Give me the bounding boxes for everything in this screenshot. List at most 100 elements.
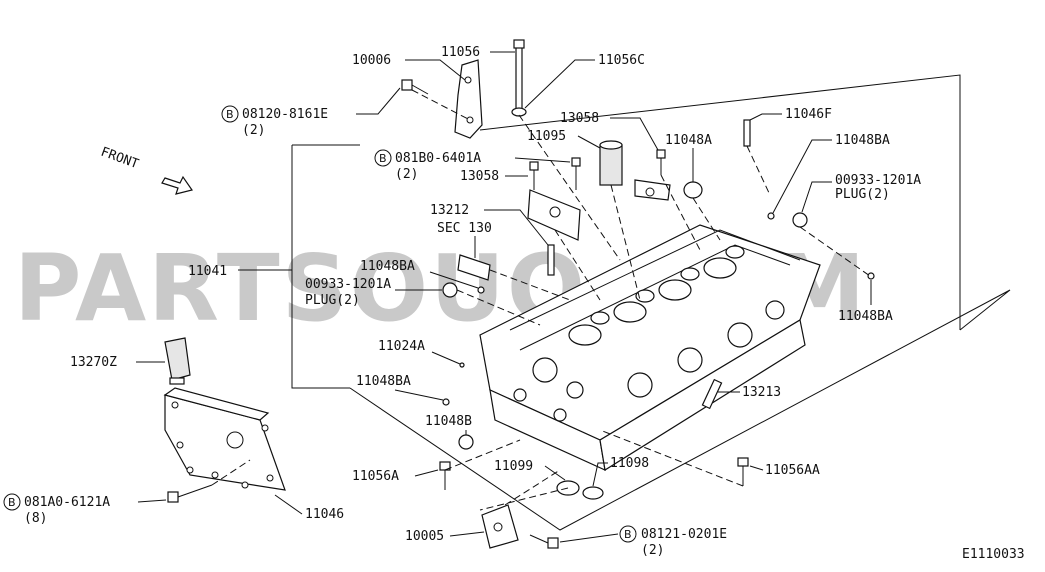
label-11056c: 11056C	[598, 53, 645, 68]
label-11048b: 11048B	[425, 414, 472, 429]
pin-13212	[547, 244, 555, 276]
label-00933-right: 00933-1201A	[835, 173, 921, 188]
qty-08121: (2)	[641, 543, 664, 558]
engine-hanger-rear	[481, 504, 519, 549]
pin-13213	[701, 378, 723, 410]
dash-10	[444, 439, 521, 471]
frame-line-bottom	[349, 289, 1011, 531]
leader-10005	[449, 531, 485, 537]
leader-11048ba-mid	[429, 271, 479, 289]
qty-081b0: (2)	[395, 167, 418, 182]
plug-label-left: PLUG(2)	[305, 293, 360, 308]
label-00933-left: 00933-1201A	[305, 277, 391, 292]
label-10006: 10006	[352, 53, 391, 68]
label-13058-mid: 13058	[460, 169, 499, 184]
label-081b0: 081B0-6401A	[395, 151, 481, 166]
label-13212: 13212	[430, 203, 469, 218]
label-13213: 13213	[742, 385, 781, 400]
leader-11024a	[431, 351, 461, 365]
plug-11048ba-2	[477, 286, 485, 294]
svg-text:B: B	[8, 496, 16, 509]
seal-11048b	[458, 434, 474, 450]
leader-00933-right	[801, 181, 832, 213]
plug-11024a	[459, 362, 465, 368]
frame-line-top	[479, 74, 961, 330]
leader-081a0	[137, 499, 167, 503]
bolt-081a0	[167, 484, 213, 503]
leader-11095	[577, 135, 601, 149]
dash-2	[518, 114, 621, 261]
label-11056a: 11056A	[352, 469, 399, 484]
label-11056aa: 11056AA	[765, 463, 820, 478]
dowel-pin	[743, 119, 751, 147]
leader-13212	[484, 209, 549, 246]
label-11048ba-top: 11048BA	[835, 133, 890, 148]
leader-08121	[559, 533, 619, 543]
head-bolt	[511, 39, 527, 117]
bolt-08120	[401, 79, 429, 95]
bolt-marker-081b0: B	[374, 149, 392, 167]
leader-11056c	[524, 59, 595, 109]
plug-11048a	[683, 181, 703, 199]
front-label: FRONT	[99, 145, 141, 173]
plug-11048ba-4	[442, 398, 450, 406]
label-08120: 08120-8161E	[242, 107, 328, 122]
bolt-marker-08120: B	[221, 105, 239, 123]
svg-text:B: B	[624, 528, 632, 541]
label-10005: 10005	[405, 529, 444, 544]
assembly-bracket	[291, 145, 350, 389]
camshaft-cap-b	[527, 189, 581, 241]
leader-11099	[544, 465, 566, 481]
svg-text:B: B	[226, 108, 234, 121]
label-11048ba-right: 11048BA	[838, 309, 893, 324]
bolt-11048a	[656, 149, 666, 175]
dash-15	[554, 229, 601, 301]
label-11099: 11099	[494, 459, 533, 474]
plug-11048ba-3	[867, 272, 875, 280]
diagram-code: E1110033	[962, 547, 1025, 562]
label-sec130: SEC 130	[437, 221, 492, 236]
leader-10006	[405, 59, 466, 81]
plug-11048ba-1	[767, 212, 775, 220]
svg-text:B: B	[379, 152, 387, 165]
label-11024a: 11024A	[378, 339, 425, 354]
label-11041: 11041	[188, 264, 227, 279]
leader-11048ba-low	[394, 389, 444, 401]
dash-11	[599, 429, 744, 487]
leader-11056aa	[749, 465, 764, 471]
leader-08120	[356, 87, 401, 115]
engine-hanger-front	[454, 59, 483, 139]
plug-left	[442, 282, 458, 298]
sec130-component	[457, 254, 491, 281]
label-13058-top: 13058	[560, 111, 599, 126]
bolt-08121	[529, 534, 559, 549]
sealant-tube	[164, 337, 191, 385]
dash-7	[799, 226, 871, 277]
rocker-cover	[163, 387, 286, 491]
dash-13	[504, 469, 561, 506]
label-11048ba-low: 11048BA	[356, 374, 411, 389]
label-11056: 11056	[441, 45, 480, 60]
leader-081b0	[514, 157, 571, 163]
leader-11046	[274, 494, 303, 515]
label-11046f: 11046F	[785, 107, 832, 122]
label-11048ba-mid: 11048BA	[360, 259, 415, 274]
spark-plug-tube	[599, 140, 623, 186]
front-arrow	[161, 175, 193, 195]
dash-12	[479, 487, 569, 511]
leader-11048ba-top	[772, 139, 832, 214]
leader-11098	[592, 462, 608, 487]
label-081a0: 081A0-6121A	[24, 495, 110, 510]
bolt-11056a	[439, 461, 451, 490]
qty-081a0: (8)	[24, 511, 47, 526]
bolt-11056aa	[737, 457, 749, 486]
bolt-marker-081a0: B	[3, 493, 21, 511]
cylinder-head	[479, 224, 821, 472]
qty-08120: (2)	[242, 123, 265, 138]
label-11048a: 11048A	[665, 133, 712, 148]
bolt-marker-08121: B	[619, 525, 637, 543]
bolt-13058	[529, 161, 539, 190]
seal-11098	[582, 486, 604, 500]
label-11046: 11046	[305, 507, 344, 522]
